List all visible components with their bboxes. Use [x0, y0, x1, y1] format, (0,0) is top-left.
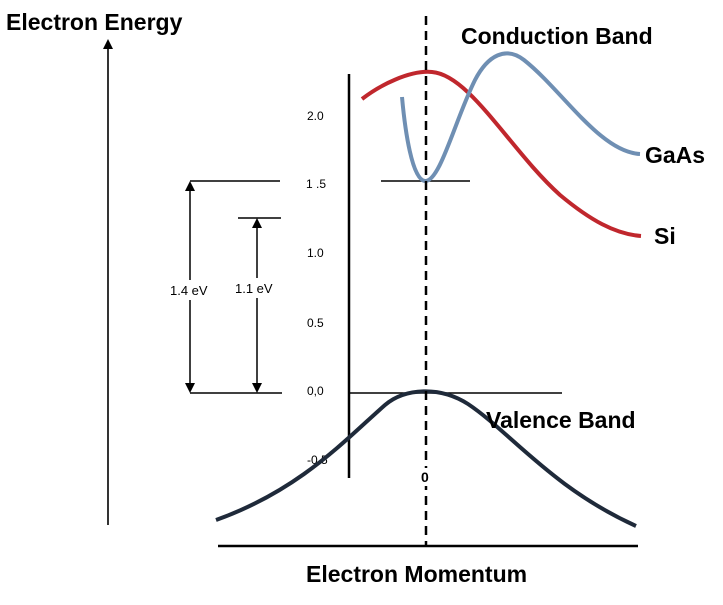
gaas-label: GaAs	[645, 142, 705, 168]
energy-axis-label: Electron Energy	[6, 9, 183, 35]
gaas-gap-label: 1.4 eV	[170, 283, 208, 298]
valence-band-curve	[215, 389, 637, 528]
momentum-zero-label: 0	[421, 469, 429, 485]
valence-band-label: Valence Band	[486, 407, 636, 433]
energy-tick: -0.5	[307, 453, 328, 467]
momentum-axis-label: Electron Momentum	[306, 561, 527, 587]
energy-tick: 2.0	[307, 109, 324, 123]
energy-tick: 0,0	[307, 384, 324, 398]
conduction-band-label: Conduction Band	[461, 23, 653, 49]
si-label: Si	[654, 223, 676, 249]
energy-tick: 1 .5	[306, 177, 326, 191]
gaas-conduction-curve	[400, 51, 641, 183]
si-conduction-curve	[360, 69, 642, 238]
energy-tick: 1.0	[307, 246, 324, 260]
si-gap-label: 1.1 eV	[235, 281, 273, 296]
energy-tick: 0.5	[307, 316, 324, 330]
